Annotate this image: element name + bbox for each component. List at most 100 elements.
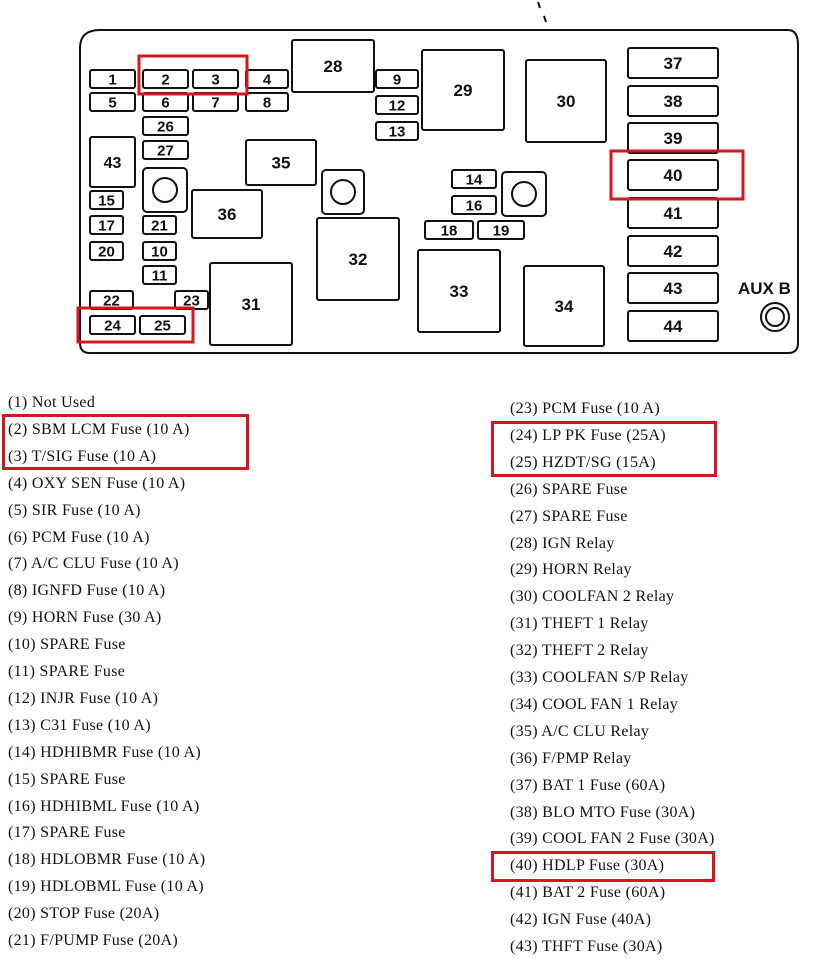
fuse-slot-43 — [89, 136, 136, 188]
fuse-slot-34 — [523, 265, 605, 347]
fuse-slot-label: 6 — [161, 94, 169, 111]
fuse-slot-8 — [245, 92, 289, 112]
fuse-slot-label: 32 — [349, 250, 368, 269]
fuse-slot-14 — [451, 169, 497, 189]
legend-item: (38) BLO MTO Fuse (30A) — [510, 803, 696, 821]
legend-item: (32) THEFT 2 Relay — [510, 642, 649, 660]
fuse-slot-label: 14 — [466, 171, 483, 188]
legend-item: (7) A/C CLU Fuse (10 A) — [8, 555, 179, 573]
legend-item: (1) Not Used — [8, 394, 96, 411]
fuse-slot-40 — [627, 159, 719, 191]
fuse-slot-label: 26 — [157, 118, 174, 135]
fuse-slot-39 — [627, 122, 719, 154]
fuse-slot-label: 38 — [664, 92, 683, 111]
fuse-slot-31 — [209, 262, 293, 346]
legend-item: (3) T/SIG Fuse (10 A) — [8, 447, 157, 465]
fuse-slot-5 — [89, 92, 136, 112]
highlight-legend-40 — [491, 851, 715, 882]
highlight-fuse-40 — [609, 149, 745, 201]
legend-item: (43) THFT Fuse (30A) — [510, 938, 663, 955]
fuse-slot-label: 28 — [324, 57, 343, 76]
fuse-slot-label: 23 — [183, 292, 200, 309]
legend-item: (27) SPARE Fuse — [510, 507, 628, 525]
diagram-highlights — [76, 54, 745, 344]
legend-item: (23) PCM Fuse (10 A) — [510, 400, 661, 417]
fuse-slot-9 — [375, 69, 419, 89]
fuse-slot-43b — [627, 272, 719, 304]
fuse-slot-2 — [142, 69, 189, 89]
highlight-fuses-24-25 — [76, 306, 195, 344]
fuse-slot-label: 16 — [466, 197, 483, 214]
fuse-slot-label: 4 — [263, 71, 272, 88]
fuse-slot-label: 7 — [211, 94, 219, 111]
fuse-slot-label: 24 — [104, 317, 121, 334]
fuse-slot-label: 20 — [98, 243, 115, 260]
fuse-slot-1 — [89, 69, 136, 89]
legend-item: (40) HDLP Fuse (30A) — [510, 857, 665, 875]
mounting-holes — [142, 167, 790, 332]
legend-item: (29) HORN Relay — [510, 561, 632, 579]
legend-item: (37) BAT 1 Fuse (60A) — [510, 776, 666, 794]
aux-b-label: AUX B — [738, 279, 791, 298]
fuse-slot-13 — [375, 121, 419, 141]
fuse-slot-10 — [142, 241, 177, 261]
fuse-slot-42 — [627, 235, 719, 267]
fuse-slot-32 — [316, 217, 400, 301]
fuse-slot-label: 35 — [272, 154, 291, 173]
legend-item: (15) SPARE Fuse — [8, 770, 126, 788]
fuse-slot-21 — [142, 215, 177, 235]
fuse-slot-18 — [424, 220, 474, 240]
legend-item: (34) COOL FAN 1 Relay — [510, 695, 679, 713]
highlight-legend-2-3 — [2, 414, 249, 470]
fuse-slot-label: 21 — [151, 217, 168, 234]
fuse-slot-label: 17 — [98, 217, 115, 234]
legend-item: (12) INJR Fuse (10 A) — [8, 689, 159, 707]
legend-item: (14) HDHIBMR Fuse (10 A) — [8, 743, 201, 761]
fuse-slot-label: 36 — [218, 205, 237, 224]
fuse-slot-label: 15 — [98, 192, 115, 209]
fuse-slot-label: 41 — [664, 204, 683, 223]
legend-item: (30) COOLFAN 2 Relay — [510, 588, 675, 606]
fuse-slot-label: 44 — [664, 317, 683, 336]
fuse-slot-label: 37 — [664, 54, 683, 73]
fuse-slot-29 — [421, 49, 505, 131]
fuse-slot-24 — [89, 315, 136, 335]
fuse-slot-label: 39 — [664, 129, 683, 148]
fuse-slot-label: 29 — [454, 81, 473, 100]
legend-item: (20) STOP Fuse (20A) — [8, 905, 160, 923]
fuse-slot-3 — [192, 69, 239, 89]
fuse-slot-37 — [627, 47, 719, 79]
fuse-slot-label: 11 — [152, 267, 168, 284]
fuse-slot-label: 25 — [154, 317, 171, 334]
legend-item: (33) COOLFAN S/P Relay — [510, 669, 689, 686]
legend-item: (26) SPARE Fuse — [510, 480, 628, 498]
legend-item: (41) BAT 2 Fuse (60A) — [510, 884, 666, 902]
fuse-slot-label: 34 — [555, 297, 574, 316]
fuse-slot-label: 12 — [389, 97, 406, 114]
fuse-slot-label: 2 — [161, 71, 169, 88]
fuse-slot-25 — [139, 315, 186, 335]
fuse-slot-12 — [375, 95, 419, 115]
fuse-slot-label: 27 — [157, 142, 174, 159]
legend-item: (2) SBM LCM Fuse (10 A) — [8, 420, 190, 438]
legend-item: (18) HDLOBMR Fuse (10 A) — [8, 851, 206, 869]
legend-item: (6) PCM Fuse (10 A) — [8, 528, 150, 546]
legend-item: (36) F/PMP Relay — [510, 749, 632, 767]
legend-item: (21) F/PUMP Fuse (20A) — [8, 932, 179, 949]
fuse-slot-44 — [627, 310, 719, 342]
legend-item: (39) COOL FAN 2 Fuse (30A) — [510, 830, 715, 848]
legend-item: (42) IGN Fuse (40A) — [510, 911, 652, 929]
legend-item: (13) C31 Fuse (10 A) — [8, 716, 151, 734]
fuse-slot-36 — [191, 189, 263, 239]
fuse-slot-label: 30 — [557, 92, 576, 111]
highlight-legend-24-25 — [491, 421, 717, 477]
fuse-slot-label: 5 — [108, 94, 116, 111]
fuse-slot-label: 9 — [393, 71, 401, 88]
fuse-slot-label: 19 — [493, 222, 510, 239]
fuse-slot-label: 43 — [104, 155, 122, 172]
fuse-slot-label: 1 — [108, 71, 116, 88]
fuse-slot-label: 42 — [664, 242, 683, 261]
fuse-slot-label: 3 — [211, 71, 219, 88]
fuse-slot-19 — [477, 220, 525, 240]
fuse-slot-35 — [245, 139, 317, 186]
